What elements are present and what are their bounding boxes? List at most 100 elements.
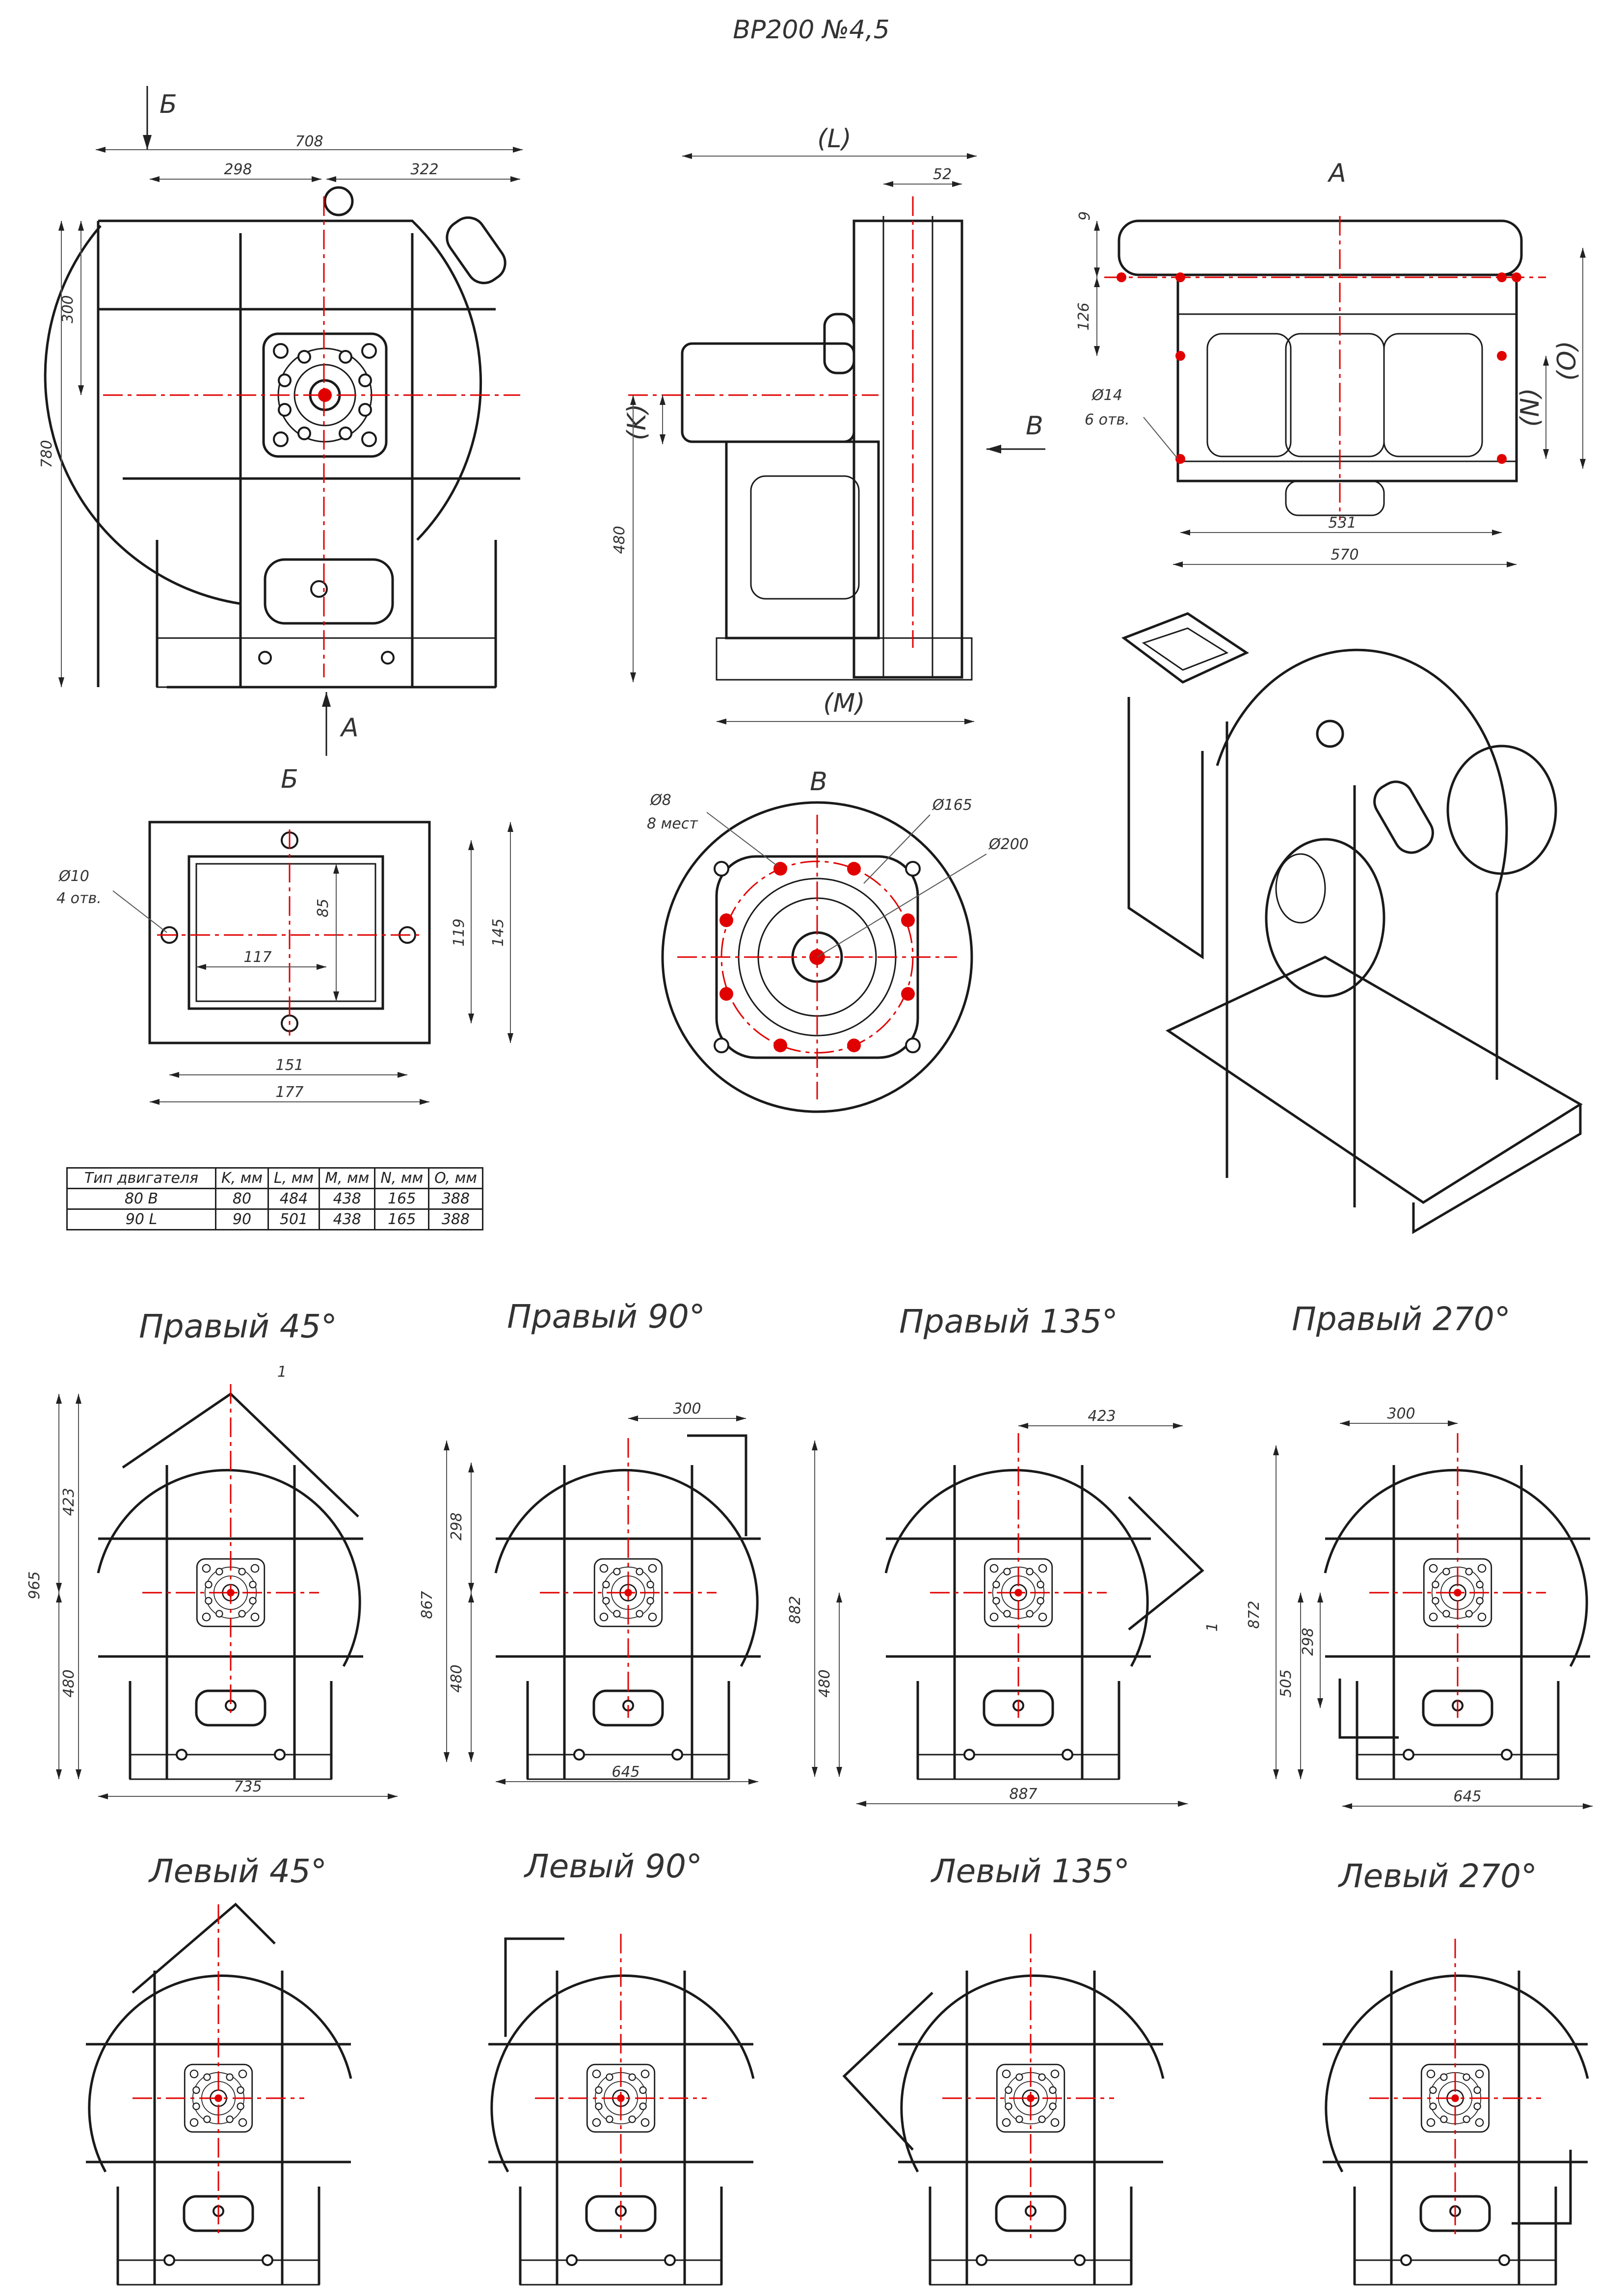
- r135-h-bottom: 480: [816, 1669, 833, 1697]
- dim-height: 780: [38, 440, 55, 468]
- dim-M: (M): [823, 689, 865, 718]
- dim-N: (N): [1516, 388, 1545, 427]
- dim-L: (L): [817, 124, 852, 154]
- dim-480: 480: [611, 526, 628, 554]
- orient-right-270-label: Правый 270°: [1292, 1300, 1511, 1338]
- view-b: [148, 821, 431, 1044]
- drawing-title: ВР200 №4,5: [733, 15, 890, 45]
- r45-h-top: 423: [60, 1488, 78, 1516]
- dim-177: 177: [275, 1084, 303, 1101]
- table-header-cell: K, мм: [214, 1167, 269, 1189]
- view-b-label: Б: [281, 765, 298, 794]
- r90-h-top: 298: [448, 1512, 465, 1540]
- view-a-holes-count: 6 отв.: [1085, 411, 1130, 428]
- table-row: 90 L 90 501 438 165 388: [66, 1208, 483, 1230]
- table-cell: 90 L: [66, 1208, 216, 1230]
- dim-119: 119: [451, 918, 468, 946]
- r135-h-total: 882: [787, 1596, 804, 1624]
- dim-117: 117: [243, 949, 271, 966]
- table-header-cell: Тип двигателя: [66, 1167, 216, 1189]
- r270-width: 645: [1453, 1788, 1481, 1805]
- r45-h-total: 965: [26, 1571, 43, 1599]
- orient-left-90: [488, 1934, 753, 2285]
- r45-width: 735: [234, 1778, 262, 1795]
- orient-right-45-label: Правый 45°: [139, 1308, 337, 1345]
- orient-right-45: [56, 1384, 398, 1799]
- dim-145: 145: [490, 918, 507, 946]
- r90-h-bottom: 480: [448, 1664, 465, 1692]
- r270-h-mid: 505: [1278, 1669, 1295, 1697]
- table-cell: 484: [267, 1188, 320, 1210]
- arrow-a-label: А: [340, 713, 359, 743]
- dim-151: 151: [275, 1057, 303, 1074]
- arrow-v-label: В: [1026, 411, 1043, 441]
- r135-width: 887: [1009, 1786, 1037, 1803]
- table-cell: 388: [428, 1208, 483, 1230]
- r45-d1: 1: [277, 1363, 287, 1381]
- isometric-view: [1121, 612, 1583, 1234]
- table-header-cell: M, мм: [319, 1167, 376, 1189]
- orient-left-270-label: Левый 270°: [1338, 1857, 1537, 1895]
- view-a-label: А: [1327, 159, 1346, 188]
- view-b-holes-count: 4 отв.: [56, 890, 102, 907]
- view-v: [661, 801, 973, 1113]
- table-header-cell: L, мм: [267, 1167, 320, 1189]
- r270-h-total: 872: [1246, 1601, 1263, 1629]
- r90-h-total: 867: [419, 1591, 436, 1619]
- motor-table: Тип двигателя K, мм L, мм M, мм N, мм O,…: [66, 1167, 483, 1230]
- orient-right-135-label: Правый 135°: [899, 1303, 1118, 1340]
- view-v-holes-count: 8 мест: [647, 815, 698, 832]
- table-header-cell: O, мм: [428, 1167, 483, 1189]
- dim-K: (K): [622, 404, 652, 441]
- dim-52: 52: [933, 166, 952, 183]
- dim-width: 708: [295, 133, 323, 150]
- view-b-holes: Ø10: [58, 868, 89, 885]
- table-cell: 501: [267, 1208, 320, 1230]
- orient-left-135: [842, 1934, 1163, 2285]
- orient-right-90-label: Правый 90°: [507, 1298, 705, 1335]
- view-v-d200: Ø200: [988, 836, 1029, 853]
- dim-w-left: 298: [224, 161, 252, 178]
- table-cell: 438: [319, 1208, 376, 1230]
- table-cell: 80 B: [66, 1188, 216, 1210]
- r135-d-top: 423: [1088, 1408, 1116, 1425]
- table-cell: 388: [428, 1188, 483, 1210]
- arrow-b-label: Б: [160, 90, 177, 119]
- table-cell: 438: [319, 1188, 376, 1210]
- dim-O: (O): [1552, 341, 1582, 381]
- front-view: [44, 186, 520, 689]
- orient-right-90: [444, 1415, 761, 1785]
- r90-d-top: 300: [673, 1400, 701, 1417]
- view-a: [1104, 216, 1546, 520]
- side-view: [628, 196, 973, 681]
- dim-w-right: 322: [410, 161, 438, 178]
- dim-126: 126: [1075, 302, 1092, 330]
- table-header-cell: N, мм: [374, 1167, 430, 1189]
- orient-left-90-label: Левый 90°: [524, 1847, 702, 1885]
- r135-d1: 1: [1204, 1622, 1221, 1631]
- table-cell: 165: [374, 1188, 430, 1210]
- table-row: 80 B 80 484 438 165 388: [66, 1188, 483, 1210]
- r270-d-top: 300: [1387, 1405, 1415, 1422]
- view-v-label: В: [810, 767, 827, 797]
- orient-left-45-label: Левый 45°: [148, 1852, 327, 1890]
- r90-width: 645: [612, 1763, 639, 1781]
- view-v-holes: Ø8: [649, 792, 671, 809]
- orient-left-135-label: Левый 135°: [931, 1852, 1130, 1890]
- r45-h-bottom: 480: [60, 1669, 78, 1697]
- view-a-holes: Ø14: [1091, 387, 1122, 404]
- dim-h-top: 300: [59, 295, 77, 323]
- motor-table-header: Тип двигателя K, мм L, мм M, мм N, мм O,…: [66, 1167, 483, 1189]
- dim-9: 9: [1076, 211, 1093, 220]
- dim-570: 570: [1331, 546, 1358, 563]
- dim-85: 85: [315, 899, 332, 917]
- dim-531: 531: [1328, 514, 1356, 532]
- r270-h-low: 298: [1300, 1628, 1317, 1655]
- table-cell: 165: [374, 1208, 430, 1230]
- table-cell: 80: [214, 1188, 269, 1210]
- view-v-d165: Ø165: [932, 797, 972, 814]
- orient-left-45: [86, 1902, 351, 2285]
- orient-right-135: [812, 1423, 1204, 1807]
- orient-right-270: [1273, 1420, 1593, 1809]
